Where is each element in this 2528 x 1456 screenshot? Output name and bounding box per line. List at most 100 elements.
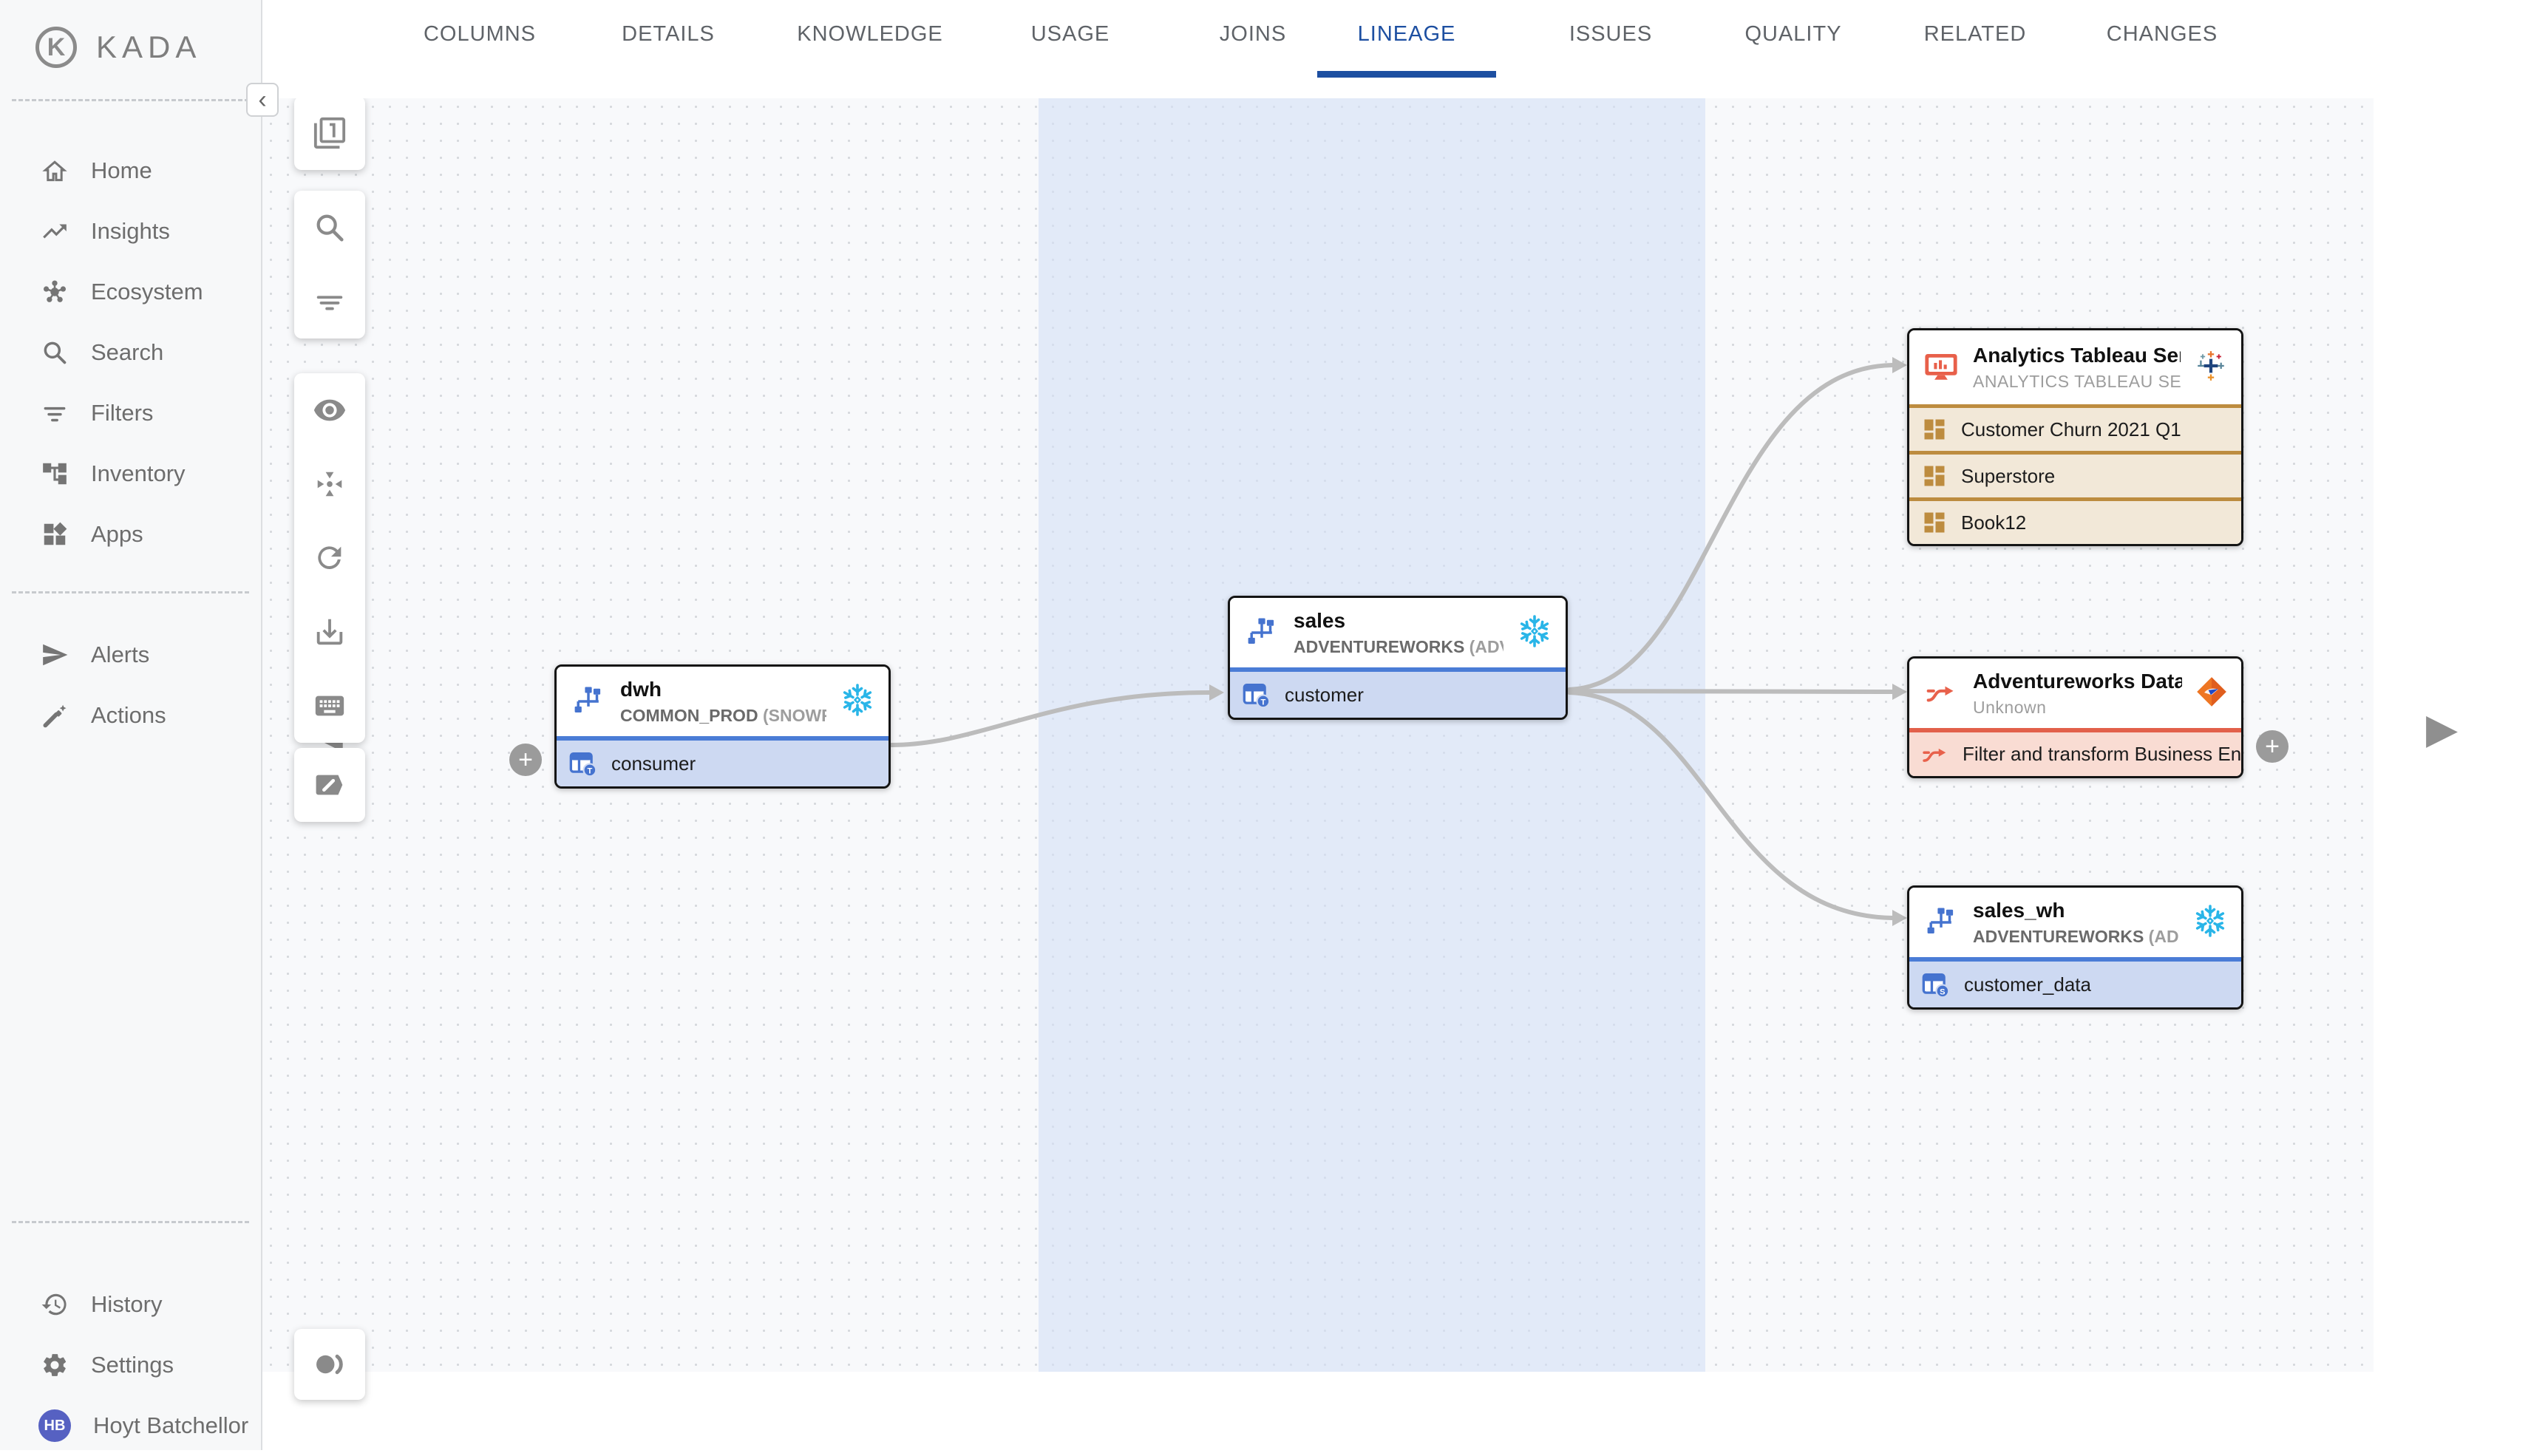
node-header[interactable]: Adventureworks Data Cleansi… Unknown bbox=[1909, 659, 2241, 728]
highlight-mode-button[interactable] bbox=[294, 1329, 365, 1400]
snowflake-logo-icon bbox=[840, 682, 875, 721]
node-header[interactable]: sales_wh ADVENTUREWORKS (ADVENT… bbox=[1909, 888, 2241, 957]
tab-changes[interactable]: CHANGES bbox=[2106, 22, 2218, 46]
plus-icon: + bbox=[2265, 732, 2280, 761]
home-icon bbox=[42, 160, 67, 182]
tab-lineage[interactable]: LINEAGE bbox=[1357, 22, 1456, 46]
hub-icon bbox=[43, 280, 67, 302]
tab-details[interactable]: DETAILS bbox=[622, 22, 715, 46]
node-row-customer-data[interactable]: S customer_data bbox=[1909, 957, 2241, 1007]
snowflake-logo-icon bbox=[2192, 903, 2228, 942]
toolbar-card-search-filter bbox=[294, 191, 365, 339]
graph-search-button[interactable] bbox=[294, 191, 365, 265]
toolbar-card-layers bbox=[294, 96, 365, 170]
node-row-consumer[interactable]: T consumer bbox=[557, 736, 888, 786]
plus-icon: + bbox=[518, 746, 533, 774]
edit-labels-button[interactable] bbox=[294, 748, 365, 822]
tab-columns[interactable]: COLUMNS bbox=[423, 22, 537, 46]
keyboard-icon bbox=[315, 695, 344, 716]
divider bbox=[12, 1221, 249, 1223]
sidebar-item-label: Search bbox=[91, 339, 164, 365]
app-logo[interactable]: K KADA bbox=[35, 27, 201, 68]
filter-icon bbox=[44, 406, 66, 422]
dashboard-icon bbox=[1921, 416, 1948, 443]
expand-downstream-button[interactable]: + bbox=[2256, 730, 2289, 763]
node-header[interactable]: Analytics Tableau Server ANALYTICS TABLE… bbox=[1909, 330, 2241, 404]
node-sales[interactable]: sales ADVENTUREWORKS (ADVENT… T customer bbox=[1228, 596, 1568, 720]
row-label: consumer bbox=[611, 752, 696, 775]
dashboard-icon bbox=[1921, 509, 1948, 536]
sidebar-collapse-button[interactable]: ‹ bbox=[246, 83, 279, 117]
history-icon bbox=[41, 1293, 67, 1316]
toolbar-card-theme bbox=[294, 1329, 365, 1400]
tab-related[interactable]: RELATED bbox=[1923, 22, 2027, 46]
divider bbox=[12, 591, 249, 593]
tab-quality[interactable]: QUALITY bbox=[1744, 22, 1842, 46]
graph-filter-button[interactable] bbox=[294, 265, 365, 339]
node-adventureworks-data-cleansing[interactable]: Adventureworks Data Cleansi… Unknown Fil… bbox=[1907, 656, 2243, 778]
search-icon bbox=[316, 214, 344, 242]
row-label: Customer Churn 2021 Q1 bbox=[1961, 418, 2181, 440]
tab-joins[interactable]: JOINS bbox=[1219, 22, 1287, 46]
sidebar-item-user[interactable]: HB Hoyt Batchellor bbox=[0, 1395, 262, 1456]
tab-bar: COLUMNS DETAILS KNOWLEDGE USAGE JOINS LI… bbox=[262, 0, 2528, 98]
sidebar-item-label: Filters bbox=[91, 400, 154, 426]
node-row-transformation[interactable]: Filter and transform Business Entiti… bbox=[1909, 728, 2241, 776]
table-icon: T bbox=[1242, 680, 1271, 710]
tab-knowledge[interactable]: KNOWLEDGE bbox=[797, 22, 943, 46]
center-focus-icon bbox=[317, 472, 342, 497]
sidebar: K KADA Home Insights Ecosystem Search Fi… bbox=[0, 0, 262, 1450]
degree-of-separation-button[interactable] bbox=[294, 96, 365, 170]
brand-name: KADA bbox=[96, 30, 202, 64]
sidebar-item-apps[interactable]: Apps bbox=[0, 504, 262, 565]
node-title: Adventureworks Data Cleansi… bbox=[1973, 669, 2182, 693]
expand-upstream-button[interactable]: + bbox=[509, 744, 542, 776]
sidebar-item-actions[interactable]: Actions bbox=[0, 685, 262, 746]
sidebar-item-alerts[interactable]: Alerts bbox=[0, 625, 262, 685]
edit-label-icon bbox=[316, 775, 343, 795]
sidebar-item-settings[interactable]: Settings bbox=[0, 1335, 262, 1395]
sidebar-item-insights[interactable]: Insights bbox=[0, 201, 262, 262]
schema-icon bbox=[570, 684, 607, 718]
node-row-workbook[interactable]: Superstore bbox=[1909, 451, 2241, 497]
filter-list-icon bbox=[316, 296, 343, 310]
node-row-workbook[interactable]: Book12 bbox=[1909, 497, 2241, 544]
focus-column-highlight bbox=[1039, 98, 1705, 1372]
refresh-icon bbox=[318, 546, 342, 569]
node-header[interactable]: dwh COMMON_PROD (SNOWFLAK… bbox=[557, 667, 888, 736]
node-header[interactable]: sales ADVENTUREWORKS (ADVENT… bbox=[1230, 598, 1566, 667]
tab-issues[interactable]: ISSUES bbox=[1569, 22, 1653, 46]
avatar: HB bbox=[38, 1409, 71, 1442]
sidebar-item-filters[interactable]: Filters bbox=[0, 383, 262, 443]
download-button[interactable] bbox=[294, 595, 365, 669]
sidebar-item-ecosystem[interactable]: Ecosystem bbox=[0, 262, 262, 322]
refresh-button[interactable] bbox=[294, 521, 365, 595]
circle-crescent-icon bbox=[316, 1354, 343, 1375]
sidebar-item-home[interactable]: Home bbox=[0, 140, 262, 201]
visibility-button[interactable] bbox=[294, 373, 365, 447]
gear-icon bbox=[44, 1354, 67, 1376]
informatica-logo-icon bbox=[2195, 676, 2228, 712]
node-dwh[interactable]: dwh COMMON_PROD (SNOWFLAK… T consumer bbox=[554, 664, 891, 789]
sidebar-item-inventory[interactable]: Inventory bbox=[0, 443, 262, 504]
tab-usage[interactable]: USAGE bbox=[1030, 22, 1110, 46]
node-sales-wh[interactable]: sales_wh ADVENTUREWORKS (ADVENT… S custo… bbox=[1907, 885, 2243, 1010]
node-analytics-tableau-server[interactable]: Analytics Tableau Server ANALYTICS TABLE… bbox=[1907, 328, 2243, 546]
node-subtitle: COMMON_PROD (SNOWFLAK… bbox=[620, 705, 826, 725]
active-tab-underline bbox=[1317, 71, 1496, 78]
sidebar-item-label: Insights bbox=[91, 218, 170, 244]
keyboard-shortcuts-button[interactable] bbox=[294, 669, 365, 743]
transform-icon bbox=[1923, 677, 1960, 710]
user-name: Hoyt Batchellor bbox=[93, 1412, 249, 1438]
sidebar-item-search[interactable]: Search bbox=[0, 322, 262, 383]
node-title: dwh bbox=[620, 677, 662, 701]
sidebar-item-history[interactable]: History bbox=[0, 1274, 262, 1335]
triangle-right-icon: ▶ bbox=[2426, 705, 2459, 752]
center-graph-button[interactable] bbox=[294, 447, 365, 521]
schema-icon bbox=[1923, 905, 1960, 939]
node-row-customer[interactable]: T customer bbox=[1230, 667, 1566, 718]
dashboard-icon bbox=[1921, 463, 1948, 489]
node-row-workbook[interactable]: Customer Churn 2021 Q1 bbox=[1909, 404, 2241, 451]
search-icon bbox=[44, 341, 67, 364]
pan-right-button[interactable]: ▶ bbox=[2426, 708, 2458, 749]
